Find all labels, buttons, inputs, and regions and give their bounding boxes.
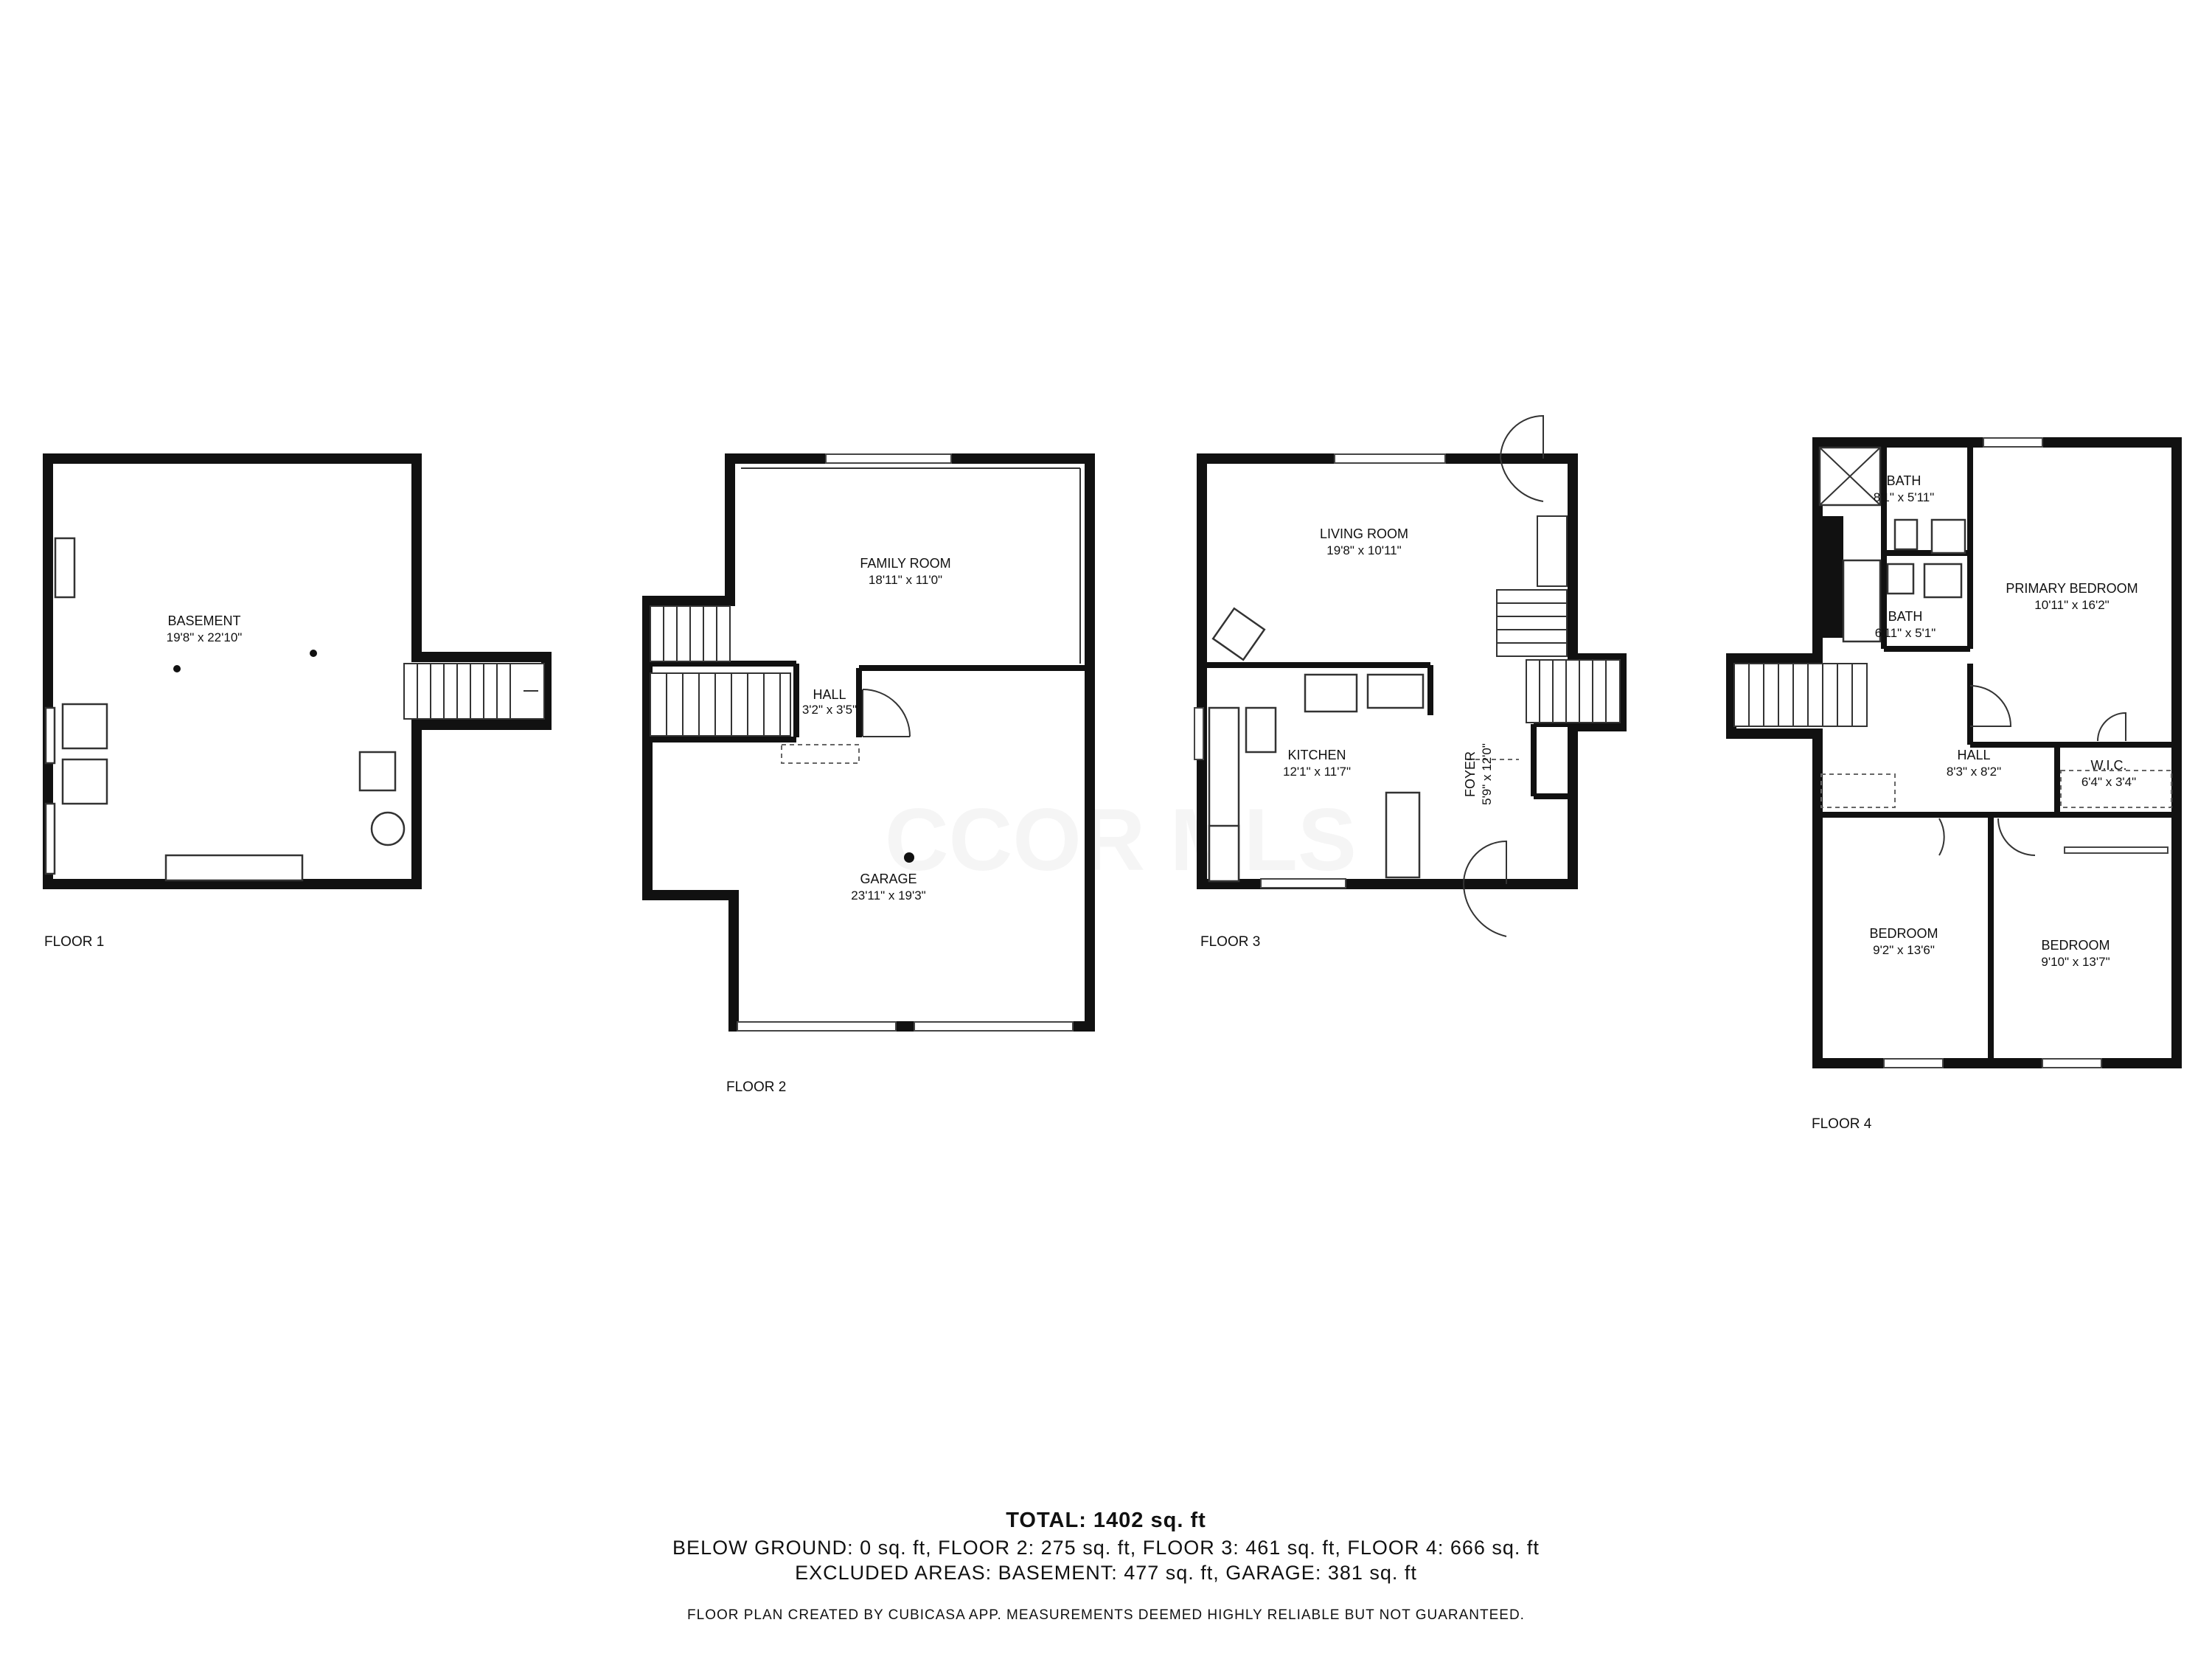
excluded-areas-summary: EXCLUDED AREAS: BASEMENT: 477 sq. ft, GA… — [795, 1562, 1417, 1584]
floor-label: FLOOR 3 — [1200, 934, 1260, 950]
floor-label: FLOOR 1 — [44, 934, 104, 950]
room-dimensions: 18'11" x 11'0" — [869, 573, 942, 587]
floor-2-plan: FAMILY ROOM 18'11" x 11'0" HALL 3'2" x 3… — [642, 453, 1095, 1095]
room-dimensions: 8'3" x 8'2" — [1947, 765, 2001, 779]
room-dimensions: 12'1" x 11'7" — [1283, 765, 1351, 779]
room-dimensions: 19'8" x 22'10" — [167, 630, 243, 644]
room-dimensions: 5'9" x 12'0" — [1480, 743, 1494, 805]
room-name: KITCHEN — [1287, 748, 1346, 762]
floor-4-plan: BATH 8'1" x 5'11" PRIMARY BEDROOM 10'11"… — [1726, 437, 2182, 1132]
room-name: BATH — [1888, 609, 1923, 624]
room-dimensions: 6'11" x 5'1" — [1875, 626, 1936, 640]
room-name: GARAGE — [860, 872, 917, 886]
room-name: HALL — [813, 687, 846, 702]
room-name: W.I.C. — [2091, 758, 2127, 773]
total-area: TOTAL: 1402 sq. ft — [1006, 1509, 1206, 1532]
room-name: PRIMARY BEDROOM — [2006, 581, 2138, 596]
below-ground-summary: BELOW GROUND: 0 sq. ft, FLOOR 2: 275 sq.… — [672, 1537, 1540, 1559]
floor-label: FLOOR 4 — [1812, 1116, 1872, 1132]
room-dimensions: 23'11" x 19'3" — [851, 888, 925, 902]
room-name: LIVING ROOM — [1320, 526, 1408, 541]
room-dimensions: 6'4" x 3'4" — [2081, 775, 2136, 789]
disclaimer: FLOOR PLAN CREATED BY CUBICASA APP. MEAS… — [687, 1607, 1525, 1623]
room-dimensions: 19'8" x 10'11" — [1326, 543, 1401, 557]
watermark: CCOR MLS — [885, 790, 1357, 889]
room-name: FAMILY ROOM — [860, 556, 950, 571]
room-name: BEDROOM — [2041, 938, 2110, 953]
room-name: FOYER — [1463, 751, 1478, 797]
room-name: BASEMENT — [167, 613, 240, 628]
room-dimensions: 9'10" x 13'7" — [2041, 955, 2110, 969]
room-dimensions: 10'11" x 16'2" — [2034, 598, 2109, 612]
floor-label: FLOOR 2 — [726, 1079, 786, 1095]
floor-3-plan: LIVING ROOM 19'8" x 10'11" KITCHEN 12'1"… — [1194, 414, 1627, 950]
floor-1-plan: BASEMENT 19'8" x 22'10" FLOOR 1 — [43, 453, 552, 950]
room-dimensions: 9'2" x 13'6" — [1873, 943, 1935, 957]
room-name: BEDROOM — [1869, 926, 1938, 941]
room-dimensions: 8'1" x 5'11" — [1874, 490, 1935, 504]
room-name: HALL — [1957, 748, 1990, 762]
room-name: BATH — [1887, 473, 1921, 488]
room-dimensions: 3'2" x 3'5" — [802, 703, 857, 717]
